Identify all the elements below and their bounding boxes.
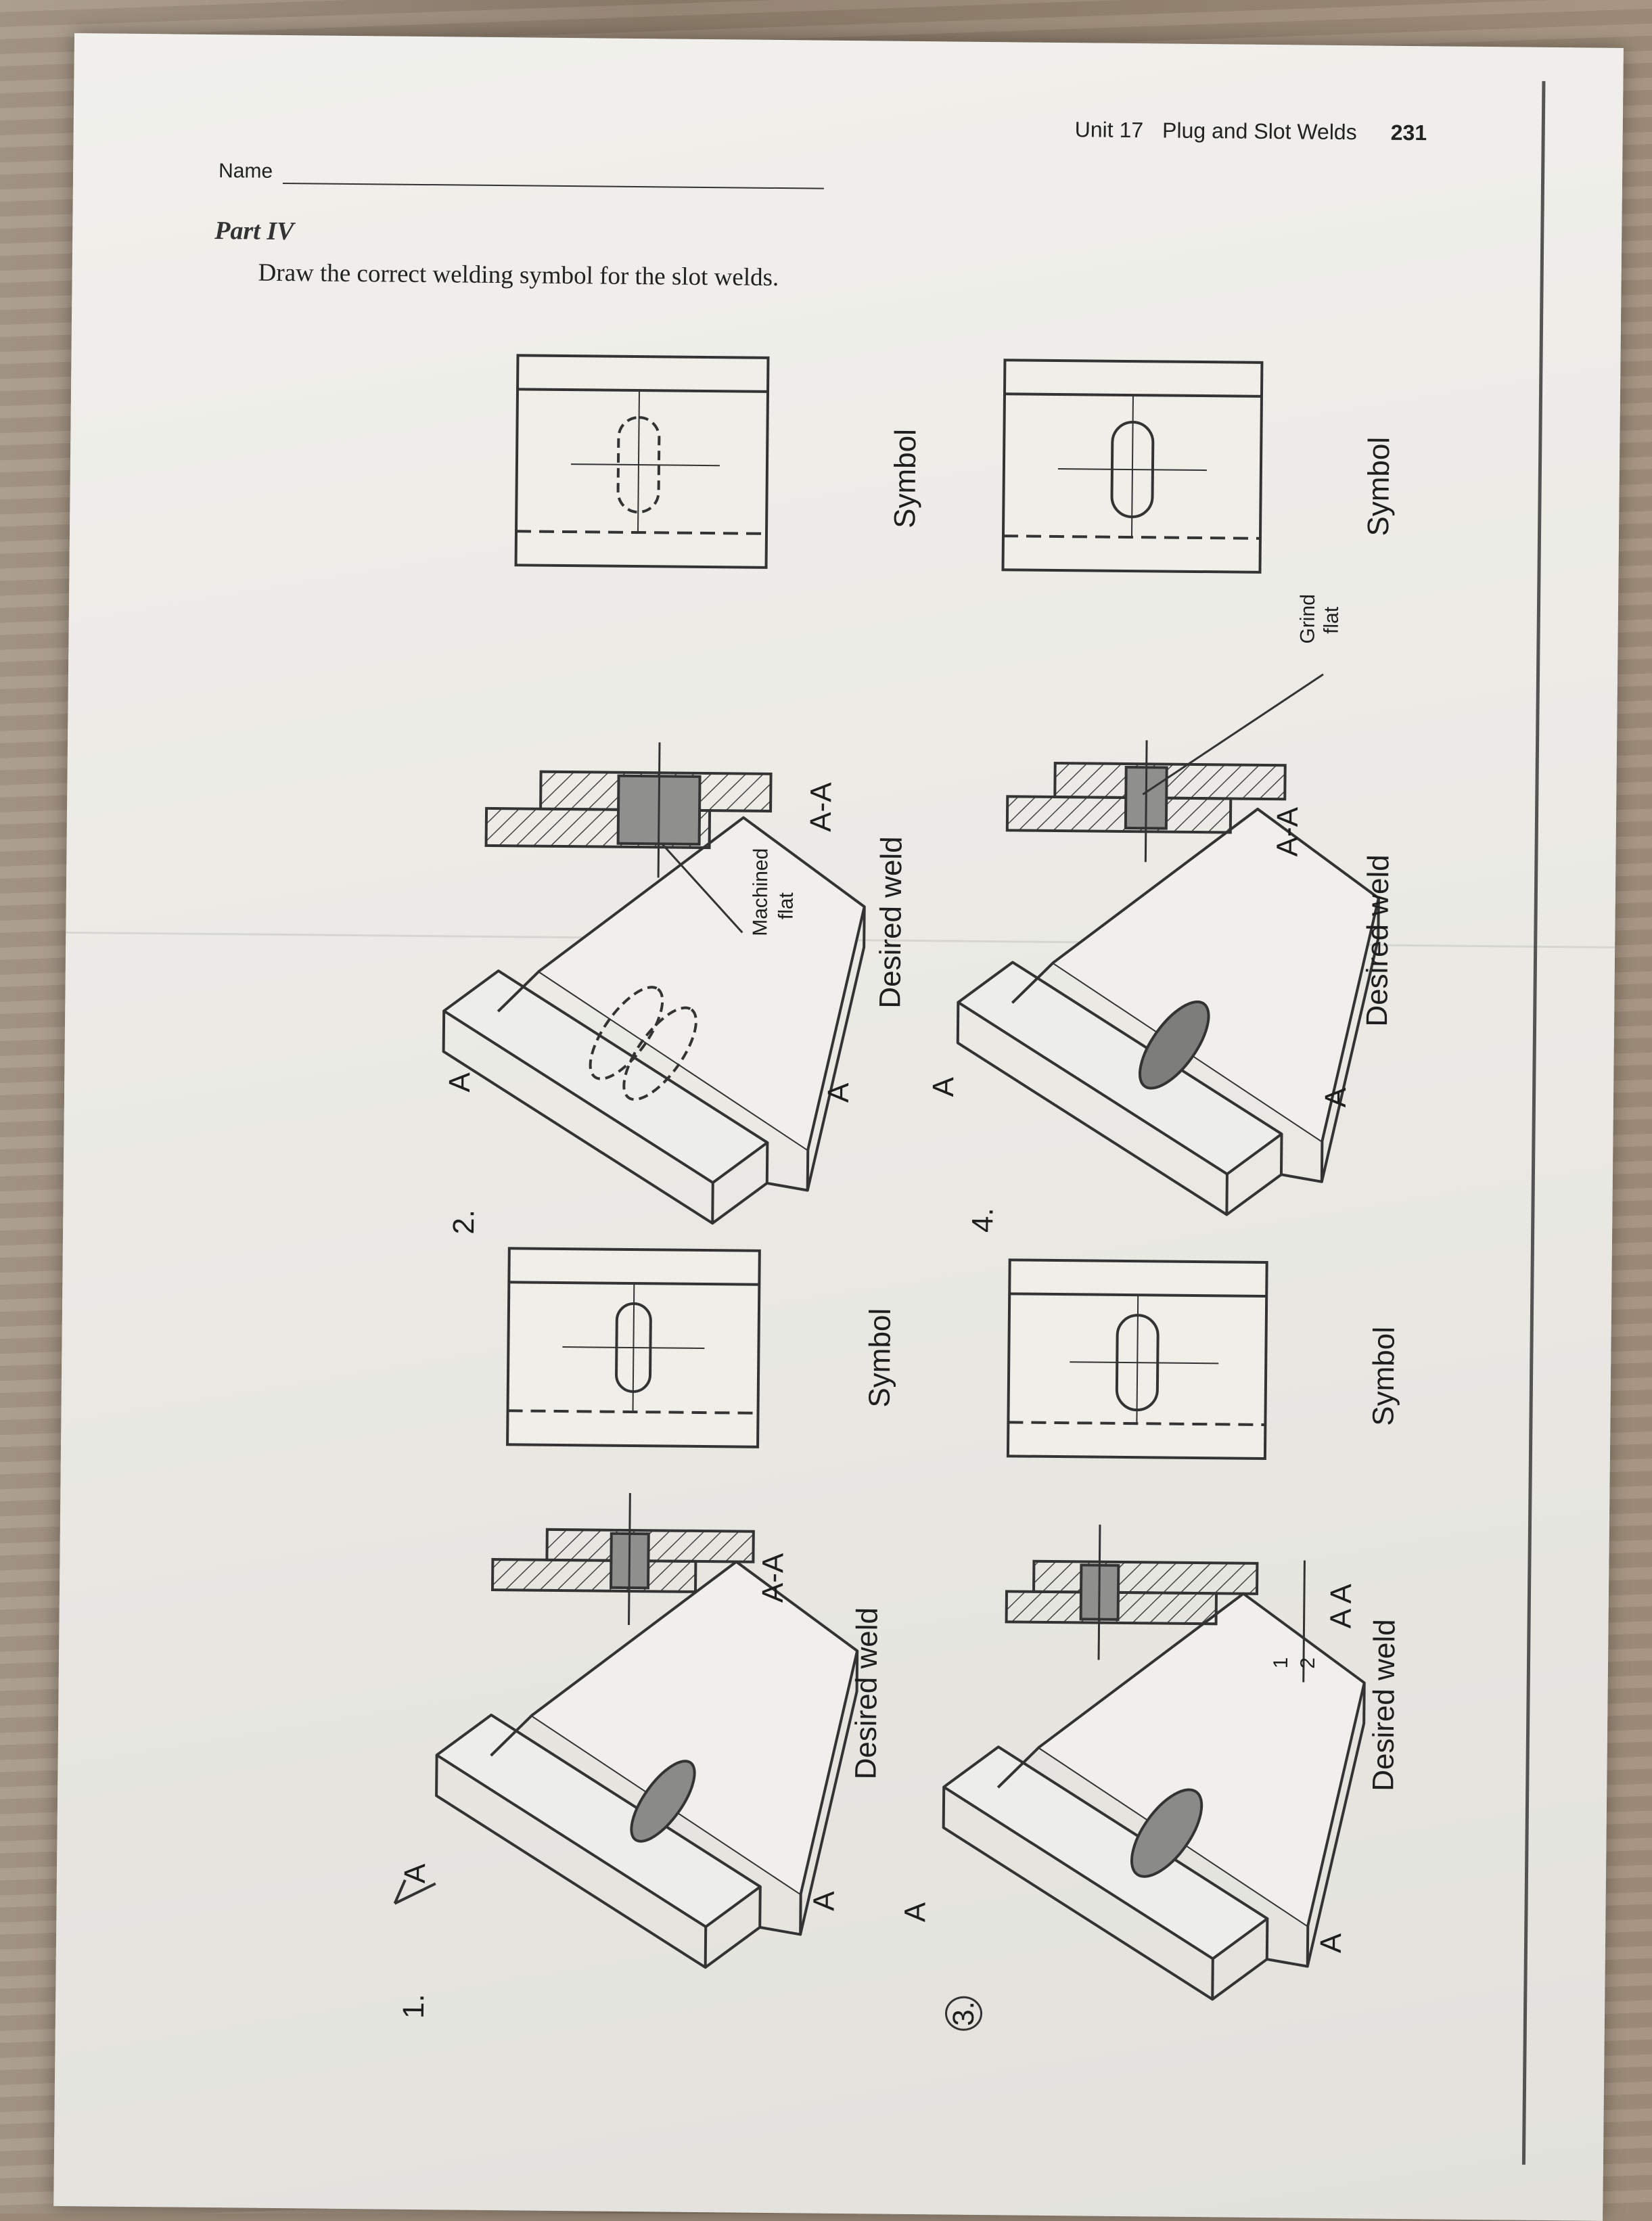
problem-3-plan-view bbox=[1006, 1258, 1268, 1461]
problem-3-symbol-label: Symbol bbox=[1367, 1326, 1401, 1426]
problem-4-note-line2: flat bbox=[1320, 606, 1343, 635]
problem-1-section bbox=[490, 1492, 755, 1625]
problem-1-arrow-label-bottom: A bbox=[807, 1891, 841, 1912]
problem-2-desired-weld-label: Desired weld bbox=[873, 836, 909, 1009]
problem-1-section-label: A-A bbox=[756, 1553, 790, 1603]
problem-3-dim-denominator: 2 bbox=[1296, 1657, 1320, 1669]
problem-2-arrow-label-bottom: A bbox=[821, 1082, 856, 1103]
problem-2-note-line1: Machined bbox=[749, 848, 773, 936]
problem-4-note-line1: Grind bbox=[1296, 594, 1320, 644]
drawings-layer bbox=[393, 354, 1380, 2001]
problem-4-isometric bbox=[956, 807, 1380, 1216]
problem-2-section bbox=[484, 742, 773, 934]
problem-3-desired-weld-label: Desired weld bbox=[1367, 1619, 1402, 1791]
problem-3-section bbox=[1005, 1524, 1306, 1682]
problem-1-plan-view bbox=[506, 1247, 761, 1448]
problem-2-note-line2: flat bbox=[775, 892, 798, 920]
problem-4-arrow-label-top: A bbox=[927, 1076, 961, 1097]
problem-1-arrow-label-top: A bbox=[398, 1863, 432, 1884]
problem-3-dim-numerator: 1 bbox=[1269, 1657, 1293, 1669]
problem-2-isometric bbox=[442, 816, 866, 1225]
problem-3-arrow-label-top: A bbox=[898, 1902, 932, 1923]
problem-2-section-label: A-A bbox=[804, 782, 838, 832]
problem-2-arrow-label-top: A bbox=[443, 1072, 477, 1093]
problem-1-isometric bbox=[393, 1560, 859, 1969]
problem-2-plan-view bbox=[514, 354, 770, 569]
problem-4-section bbox=[1005, 673, 1324, 863]
problem-2-symbol-label: Symbol bbox=[888, 428, 923, 529]
problem-1-desired-weld-label: Desired weld bbox=[849, 1607, 884, 1780]
problem-1-symbol-label: Symbol bbox=[863, 1308, 898, 1408]
problem-3-arrow-label-bottom: A bbox=[1314, 1933, 1348, 1954]
problem-4-arrow-label-bottom: A bbox=[1318, 1087, 1353, 1108]
problem-3-section-label: A A bbox=[1324, 1583, 1358, 1629]
problem-3-isometric bbox=[942, 1592, 1366, 2001]
problem-4-symbol-label: Symbol bbox=[1362, 436, 1396, 536]
problem-4-plan-view bbox=[1001, 359, 1264, 574]
problem-4-desired-weld-label: Desired weld bbox=[1360, 854, 1396, 1027]
problem-4-section-label: A-A bbox=[1270, 806, 1305, 857]
